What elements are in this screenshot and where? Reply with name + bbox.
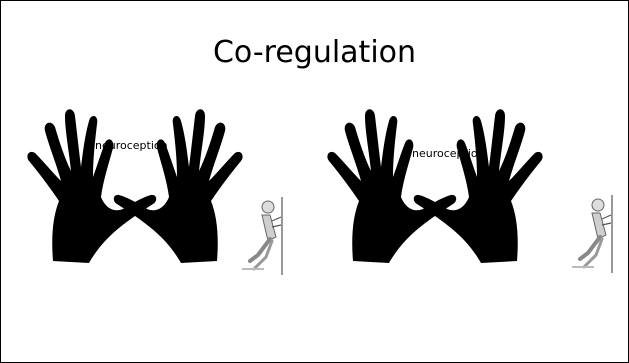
right-hand-icon bbox=[114, 109, 243, 263]
left-hand-icon bbox=[27, 109, 156, 263]
person-pushing-wall-icon bbox=[242, 197, 282, 275]
person-pushing-wall-icon bbox=[572, 195, 612, 273]
neuroception-label: neuroception bbox=[412, 147, 485, 161]
neuroception-label: neuroception bbox=[95, 139, 168, 153]
right-hand-icon bbox=[414, 109, 543, 263]
left-hand-icon bbox=[327, 109, 456, 263]
